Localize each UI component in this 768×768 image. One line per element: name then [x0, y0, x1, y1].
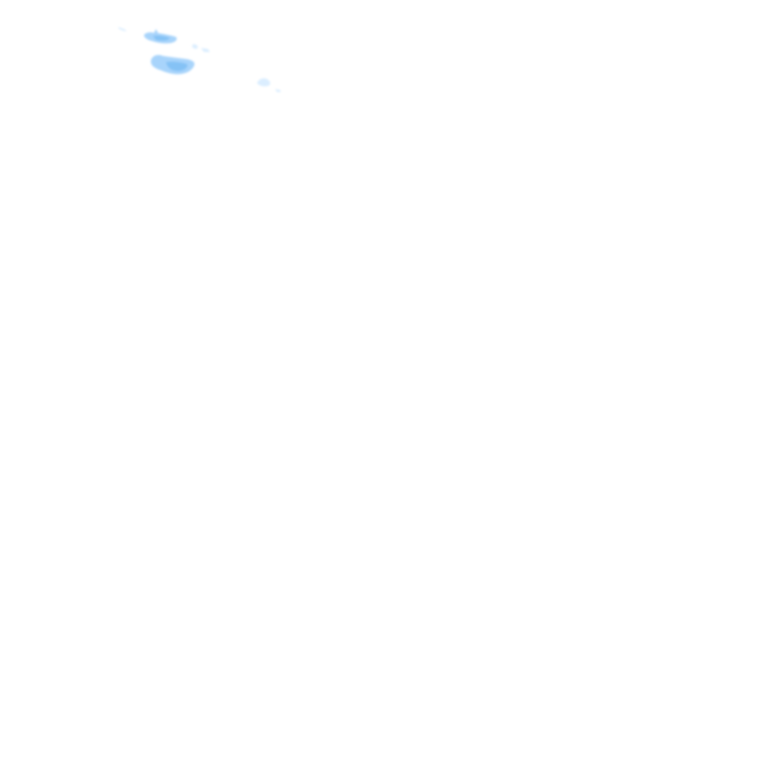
precip-cell-4 [201, 48, 210, 52]
precip-core-5 [166, 61, 188, 71]
precip-core-2 [153, 35, 170, 41]
precip-cell-3 [192, 44, 198, 49]
precip-cell-7 [275, 89, 281, 92]
precip-cell-1 [118, 27, 127, 31]
precip-cell-6 [257, 78, 271, 87]
